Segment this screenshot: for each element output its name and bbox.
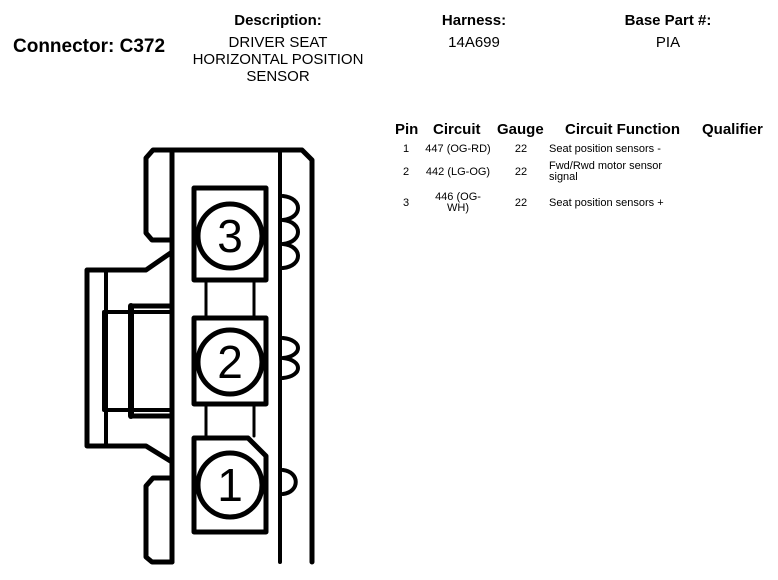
release-bar — [102, 310, 174, 412]
circuit-line: 446 (OG- — [435, 191, 481, 203]
pin-label-3: 3 — [217, 210, 243, 262]
col-header-qualifier: Qualifier — [702, 121, 763, 138]
gauge-cell: 22 — [514, 166, 528, 178]
pin-circle-2 — [195, 327, 265, 397]
circuit-cell: 442 (LG-OG) — [425, 166, 491, 178]
connector-title: Connector: C372 — [13, 36, 166, 57]
harness-header: Harness: — [441, 12, 507, 29]
description-line: SENSOR — [246, 68, 310, 85]
pin-label-2: 2 — [217, 336, 243, 388]
housing-outline — [168, 147, 315, 565]
gauge-cell: 22 — [514, 197, 528, 209]
description-line: DRIVER SEAT — [228, 34, 328, 51]
pin-circle-3 — [195, 201, 265, 271]
base-part-value: PIA — [655, 34, 681, 51]
upper-latch — [143, 147, 175, 243]
gauge-cell: 22 — [514, 143, 528, 155]
col-header-gauge: Gauge — [497, 121, 544, 138]
pin-number: 3 — [402, 197, 410, 209]
circuit-line: WH) — [447, 202, 469, 214]
col-header-function: Circuit Function — [565, 121, 680, 138]
locking-tab — [84, 249, 175, 465]
cavity-2 — [191, 315, 269, 407]
pin-number: 1 — [402, 143, 410, 155]
harness-value: 14A699 — [448, 34, 500, 51]
keying-bumps-top — [281, 194, 300, 270]
keying-bump-bottom — [281, 468, 298, 496]
pin-label-1: 1 — [217, 459, 243, 511]
function-cell: Seat position sensors - — [549, 143, 661, 155]
description-line: HORIZONTAL POSITION — [192, 51, 364, 68]
keying-bump-middle — [281, 336, 300, 380]
description-value: DRIVER SEAT HORIZONTAL POSITION SENSOR — [178, 34, 378, 85]
function-cell: Fwd/Rwd motor sensor signal — [549, 161, 662, 183]
function-cell: Seat position sensors + — [549, 197, 664, 209]
function-line: Fwd/Rwd motor sensor — [549, 160, 663, 172]
pin-circle-1 — [195, 450, 265, 520]
lower-latch — [143, 475, 175, 565]
circuit-cell: 447 (OG-RD) — [425, 143, 491, 155]
cavity-3 — [191, 185, 269, 283]
col-header-circuit: Circuit — [433, 121, 481, 138]
col-header-pin: Pin — [395, 121, 419, 138]
cavity-1 — [191, 435, 269, 535]
circuit-cell: 446 (OG- WH) — [420, 192, 496, 214]
base-part-header: Base Part #: — [624, 12, 712, 29]
function-line: signal — [549, 171, 578, 183]
description-header: Description: — [234, 12, 322, 29]
pin-number: 2 — [402, 166, 410, 178]
